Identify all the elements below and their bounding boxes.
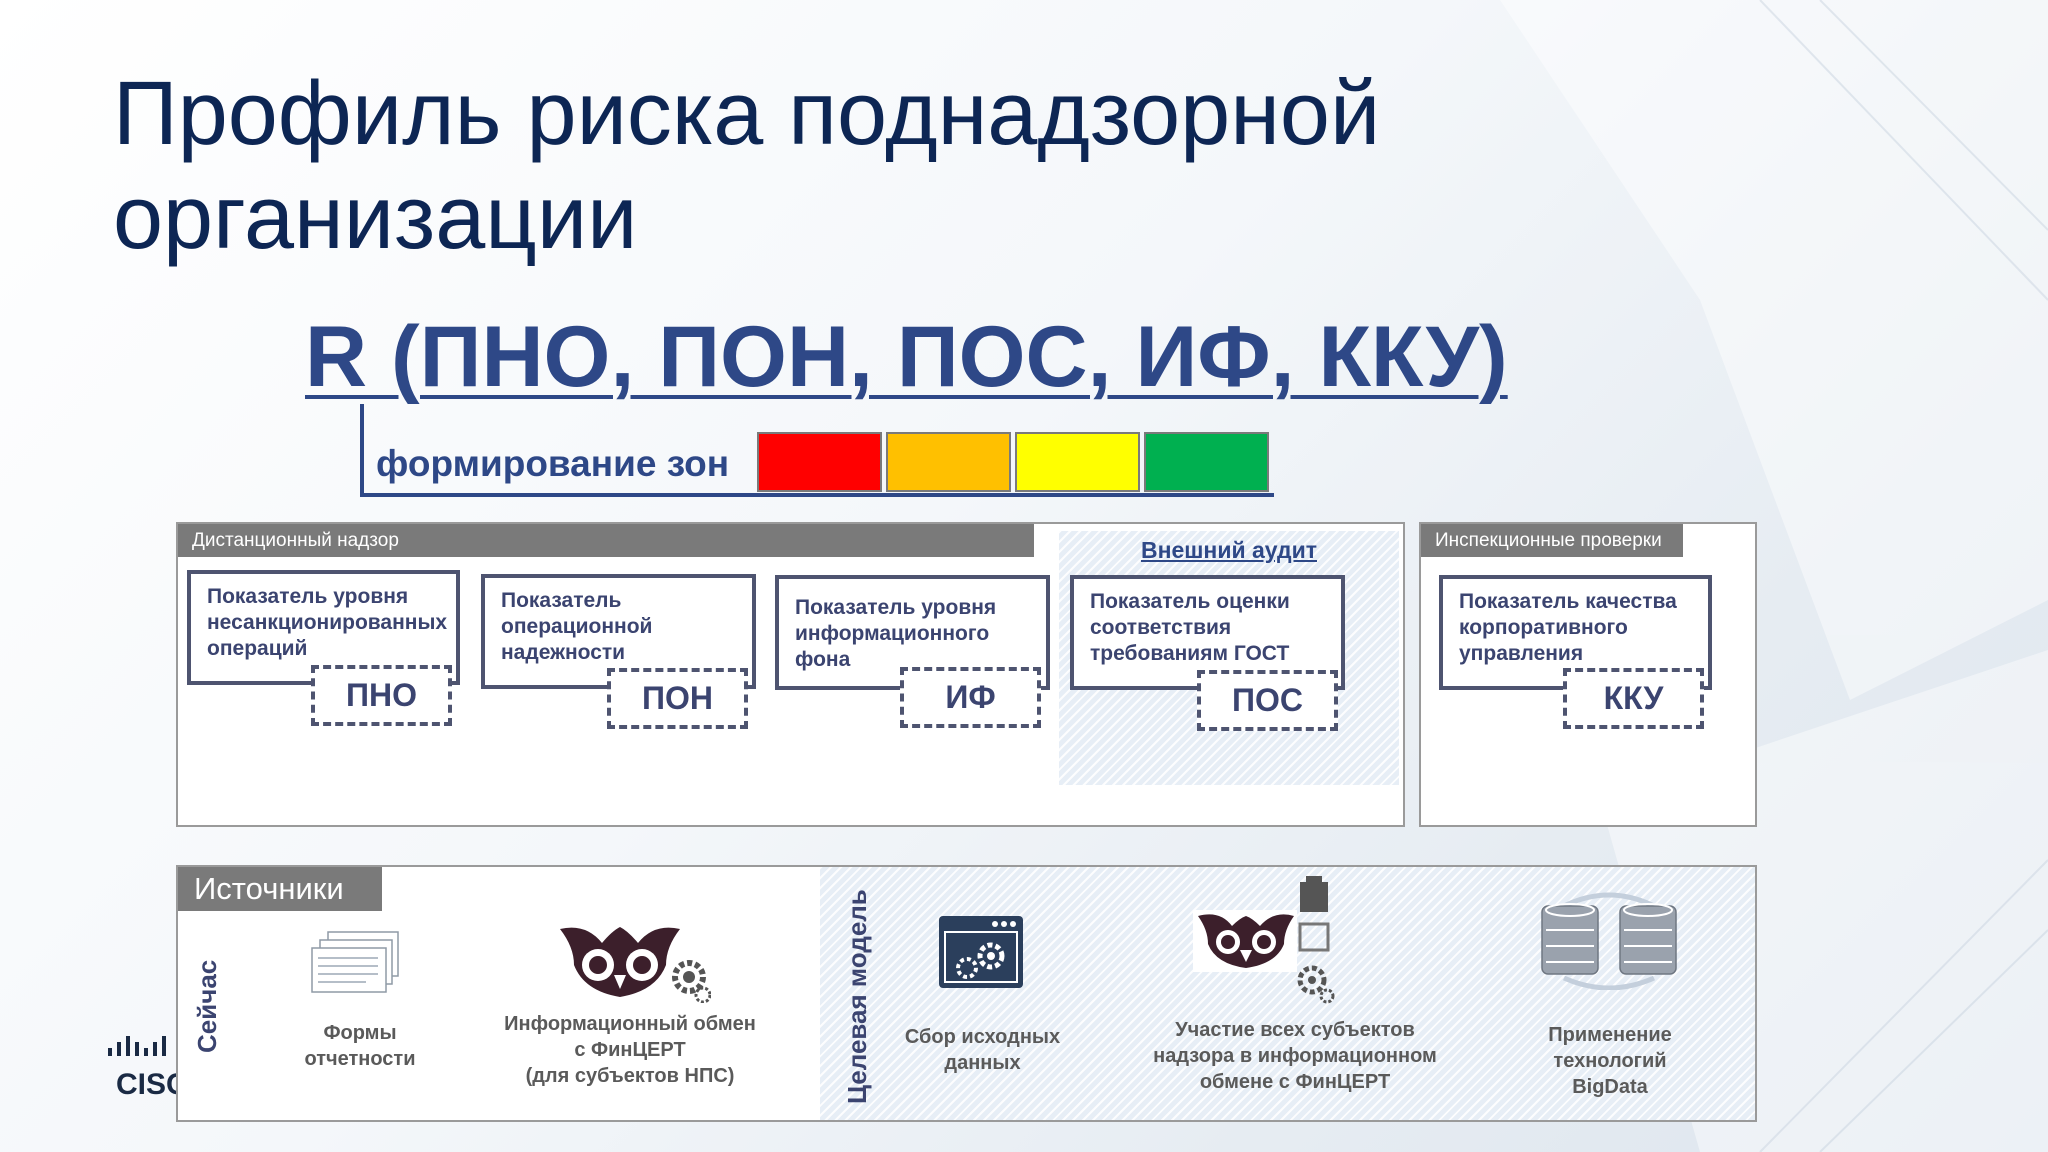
source-report-forms-label: Формы отчетности [304,1022,416,1070]
indicator-pno-code: ПНО [311,665,452,726]
indicator-kku-code: ККУ [1563,668,1704,729]
source-data-collection-label: Сбор исходных данных [904,1026,1061,1074]
sources-header: Источники [178,867,382,911]
zone-green [1144,432,1269,492]
source-bigdata-label: Применение технологий BigData [1548,1024,1672,1098]
data-collection-icon [939,916,1023,988]
zone-red [757,432,882,492]
indicator-pos-text: Показатель оценки соответствия требовани… [1090,590,1290,665]
indicator-pon: Показатель операционной надежности [481,574,756,689]
source-fincert-exchange-label: Информационный обмен с ФинЦЕРТ (для субъ… [504,1013,756,1087]
zones-label: формирование зон [376,443,730,484]
external-audit-header: Внешний аудит [1140,537,1318,563]
zone-yellow [1015,432,1140,492]
indicator-pos-code: ПОС [1197,670,1338,731]
source-fincert-participation-label: Участие всех субъектов надзора в информа… [1153,1019,1437,1093]
inspection-header: Инспекционные проверки [1421,524,1683,557]
indicator-if-code: ИФ [900,667,1041,728]
fincert-exchange-icon [1193,876,1335,1004]
remote-supervision-header: Дистанционный надзор [178,524,1034,557]
slide-title: Профиль риска поднадзорной организации [113,62,1613,270]
title-line-1: Профиль риска поднадзорной [113,64,1381,164]
indicator-pon-text: Показатель операционной надежности [501,589,653,664]
now-label: Сейчас [192,959,222,1053]
report-forms-icon [311,931,399,993]
zone-orange [886,432,1011,492]
indicator-kku-text: Показатель качества корпоративного управ… [1459,590,1677,665]
risk-formula: R (ПНО, ПОН, ПОС, ИФ, ККУ) [305,309,1508,405]
target-model-label: Целевая модель [842,889,872,1104]
fincert-owl-icon [560,927,711,1003]
cisco-logo-icon [108,1036,166,1056]
database-icon [1541,892,1677,990]
target-model-area [820,867,1755,1120]
indicator-pno-text: Показатель уровня несанкционированных оп… [207,585,448,660]
title-line-2: организации [113,168,638,268]
indicator-pon-code: ПОН [607,668,748,729]
indicator-if-text: Показатель уровня информационного фона [795,596,997,671]
formula-bracket [360,404,1274,497]
cisco-logo-text: CISCO [116,1068,176,1101]
